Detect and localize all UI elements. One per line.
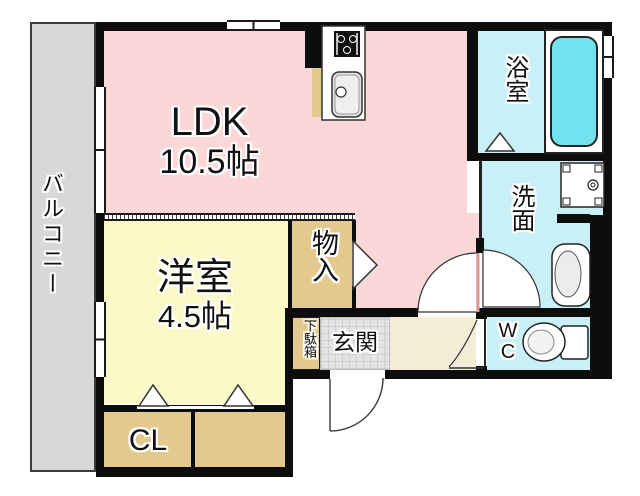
shoe-box-label: 下駄箱	[302, 319, 317, 358]
storage-door-triangle	[352, 239, 379, 291]
front-door-swing	[329, 377, 384, 432]
wall-ldk-bath	[467, 22, 478, 161]
western-room-name: 洋室	[156, 257, 233, 299]
wc-label: W C	[498, 320, 518, 363]
wall-east-left-block	[285, 308, 293, 476]
western-room-size: 4.5帖	[157, 298, 233, 334]
kitchen-sink-icon	[331, 71, 363, 118]
wall-washroom-wc	[487, 308, 590, 317]
kitchen-stove-icon	[334, 31, 360, 57]
ldk-door-swing	[417, 252, 480, 313]
room-storage	[292, 220, 352, 308]
wc-door-jamb	[484, 319, 486, 368]
wall-ldk-western-hatched	[104, 213, 355, 221]
washing-machine-pan-icon	[560, 162, 605, 208]
balcony-label: バルコニー	[39, 172, 64, 297]
closet-door-triangle-right	[222, 383, 255, 407]
entrance-tile	[320, 317, 390, 370]
room-ldk	[104, 31, 467, 213]
ldk-name: LDK	[170, 100, 249, 144]
wall-hall-north	[285, 308, 418, 317]
wall-corridor-washroom	[479, 161, 482, 239]
bathroom-label: 浴室	[501, 55, 528, 103]
shoe-box	[291, 317, 320, 370]
washroom-door-swing	[482, 249, 541, 308]
cl-label: CL	[128, 424, 168, 457]
wall-west	[96, 22, 104, 476]
washroom-counter-wall	[557, 214, 590, 223]
closet-threshold	[137, 406, 254, 409]
bathroom-door-triangle	[484, 131, 516, 152]
ldk-size: 10.5帖	[159, 143, 260, 181]
wall-storage-left	[288, 220, 292, 308]
wc-door-swing	[448, 319, 484, 369]
ldk-label: LDK 10.5帖	[107, 100, 312, 181]
kitchen-unit	[321, 25, 366, 121]
wall-kitchen-stub	[305, 22, 322, 68]
wall-storage-right-b	[352, 286, 356, 308]
entrance-label: 玄関	[332, 329, 378, 355]
cl-divider	[191, 412, 195, 467]
room-western	[104, 220, 288, 404]
balcony-area	[30, 22, 96, 472]
closet-door-triangle-left	[137, 383, 170, 407]
wall-east-bottom	[590, 215, 612, 379]
bathtub-icon	[544, 29, 604, 154]
wall-bath-washroom	[478, 153, 603, 161]
toilet-icon	[522, 322, 589, 362]
window-balcony-western	[94, 302, 106, 377]
storage-label: 物入	[308, 229, 338, 283]
wall-wc-post-bottom	[476, 366, 487, 379]
washroom-label: 洗面	[507, 184, 534, 232]
wall-south-mid-b	[385, 370, 612, 379]
window-top	[227, 20, 280, 31]
wall-east-top	[603, 22, 612, 215]
wall-storage-right-a	[352, 220, 356, 242]
wall-south-mid-a	[293, 370, 330, 379]
entrance-hall	[390, 317, 476, 370]
western-room-label: 洋室 4.5帖	[104, 257, 286, 334]
window-balcony-ldk	[94, 87, 106, 213]
wall-wc-post-top	[476, 308, 487, 319]
washbasin-icon	[551, 243, 591, 307]
wall-door-stub	[476, 238, 484, 253]
wall-south-left	[96, 467, 293, 477]
